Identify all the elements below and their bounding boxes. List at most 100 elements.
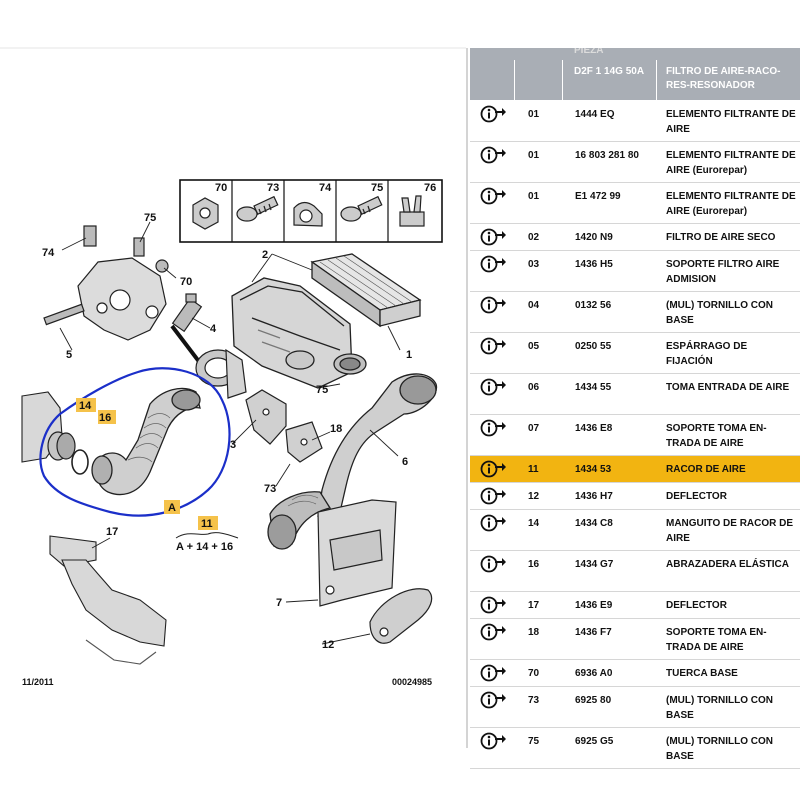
- row-ref: 04: [528, 300, 540, 311]
- row-part-code: 1434 53: [575, 464, 612, 475]
- info-arrow-icon[interactable]: [480, 418, 508, 438]
- row-part-code: 6925 80: [575, 695, 612, 706]
- push-clip-icon: [399, 195, 425, 227]
- fastener-legend-box: 70 73 74 75 76: [179, 179, 443, 243]
- row-description: RACOR DE AIRE: [666, 464, 746, 475]
- row-part-code: E1 472 99: [575, 191, 621, 202]
- info-arrow-icon[interactable]: [480, 663, 508, 683]
- highlighted-callouts: 14 16 A 11 A + 14 + 16: [76, 398, 239, 553]
- legend-label-75: 75: [371, 182, 383, 194]
- header-separator: [562, 60, 563, 100]
- elastic-clamp-16: [71, 449, 89, 475]
- row-part-code: 0250 55: [575, 341, 612, 352]
- header-description: FILTRO DE AIRE-RACO-RES-RESONADOR: [666, 66, 781, 91]
- diagram-date: 11/2011: [22, 677, 54, 687]
- deflector-12: [369, 588, 433, 644]
- info-arrow-icon[interactable]: [480, 690, 508, 710]
- callout-11: 11: [201, 518, 213, 530]
- row-description: (MUL) TORNILLO CON BASE: [666, 695, 774, 721]
- panel-divider: [466, 48, 468, 748]
- info-arrow-icon[interactable]: [480, 459, 508, 479]
- info-arrow-icon[interactable]: [480, 145, 508, 165]
- header-faded-label: PIEZA: [574, 48, 604, 56]
- exploded-parts-diagram: 70 73 74 75 76: [0, 47, 466, 687]
- info-arrow-icon[interactable]: [480, 336, 508, 356]
- callout-12: 12: [322, 639, 334, 651]
- info-arrow-icon[interactable]: [480, 554, 508, 574]
- info-arrow-icon[interactable]: [480, 104, 508, 124]
- bracket-3: [245, 389, 323, 463]
- row-part-code: 6936 A0: [575, 668, 613, 679]
- callout-14: 14: [79, 400, 92, 412]
- info-arrow-icon[interactable]: [480, 377, 508, 397]
- callout-73: 73: [264, 483, 276, 495]
- info-arrow-icon[interactable]: [480, 295, 508, 315]
- row-ref: 01: [528, 191, 540, 202]
- row-ref: 07: [528, 423, 540, 434]
- info-arrow-icon[interactable]: [480, 486, 508, 506]
- row-part-code: 1436 H5: [575, 259, 613, 270]
- legend-label-73: 73: [267, 182, 279, 194]
- info-arrow-icon[interactable]: [480, 254, 508, 274]
- row-part-code: 1436 E8: [575, 423, 613, 434]
- row-part-code: 6925 G5: [575, 736, 614, 747]
- info-arrow-icon[interactable]: [480, 731, 508, 751]
- row-part-code: 1444 EQ: [575, 109, 615, 120]
- legend-label-76: 76: [424, 182, 436, 194]
- info-arrow-icon[interactable]: [480, 186, 508, 206]
- info-arrow-icon[interactable]: [480, 227, 508, 247]
- row-part-code: 1420 N9: [575, 232, 613, 243]
- callout-70: 70: [180, 276, 192, 288]
- screw-4: [171, 293, 203, 333]
- row-ref: 14: [528, 518, 540, 529]
- cable-clip-icon: [293, 201, 323, 227]
- callout-5: 5: [66, 349, 72, 361]
- row-description: SOPORTE FILTRO AIRE ADMISION: [666, 259, 780, 285]
- kit-formula: A + 14 + 16: [176, 541, 233, 553]
- legend-label-74: 74: [319, 182, 332, 194]
- row-description: ELEMENTO FILTRANTE DE AIRE (Eurorepar): [666, 150, 796, 176]
- parts-table-header: PIEZA D2F 1 14G 50A FILTRO DE AIRE-RACO-…: [470, 48, 800, 100]
- row-ref: 06: [528, 382, 540, 393]
- callout-1: 1: [406, 349, 412, 361]
- row-part-code: 1436 E9: [575, 600, 613, 611]
- callout-6: 6: [402, 456, 408, 468]
- info-arrow-icon[interactable]: [480, 622, 508, 642]
- air-filter-element: [310, 253, 422, 328]
- row-part-code: 1436 F7: [575, 627, 612, 638]
- info-arrow-icon[interactable]: [480, 513, 508, 533]
- callout-74: 74: [42, 247, 55, 259]
- row-description: DEFLECTOR: [666, 491, 727, 502]
- flange-screw-icon: [340, 195, 383, 222]
- throttle-body: [195, 348, 247, 399]
- kit-outline: [39, 367, 231, 517]
- callout-4: 4: [210, 323, 217, 335]
- row-description: MANGUITO DE RACOR DE AIRE: [666, 518, 794, 544]
- row-ref: 17: [528, 600, 540, 611]
- row-description: TOMA ENTRADA DE AIRE: [666, 382, 790, 393]
- row-description: ABRAZADERA ELÁSTICA: [666, 559, 789, 570]
- row-description: SOPORTE TOMA EN-TRADA DE AIRE: [666, 423, 767, 449]
- row-ref: 05: [528, 341, 540, 352]
- info-arrow-icon[interactable]: [480, 595, 508, 615]
- row-part-code: 16 803 281 80: [575, 150, 639, 161]
- table-row[interactable]: 07 1436 E8 SOPORTE TOMA EN-TRADA DE AIRE: [470, 415, 800, 456]
- duct-support-bracket: [317, 499, 397, 607]
